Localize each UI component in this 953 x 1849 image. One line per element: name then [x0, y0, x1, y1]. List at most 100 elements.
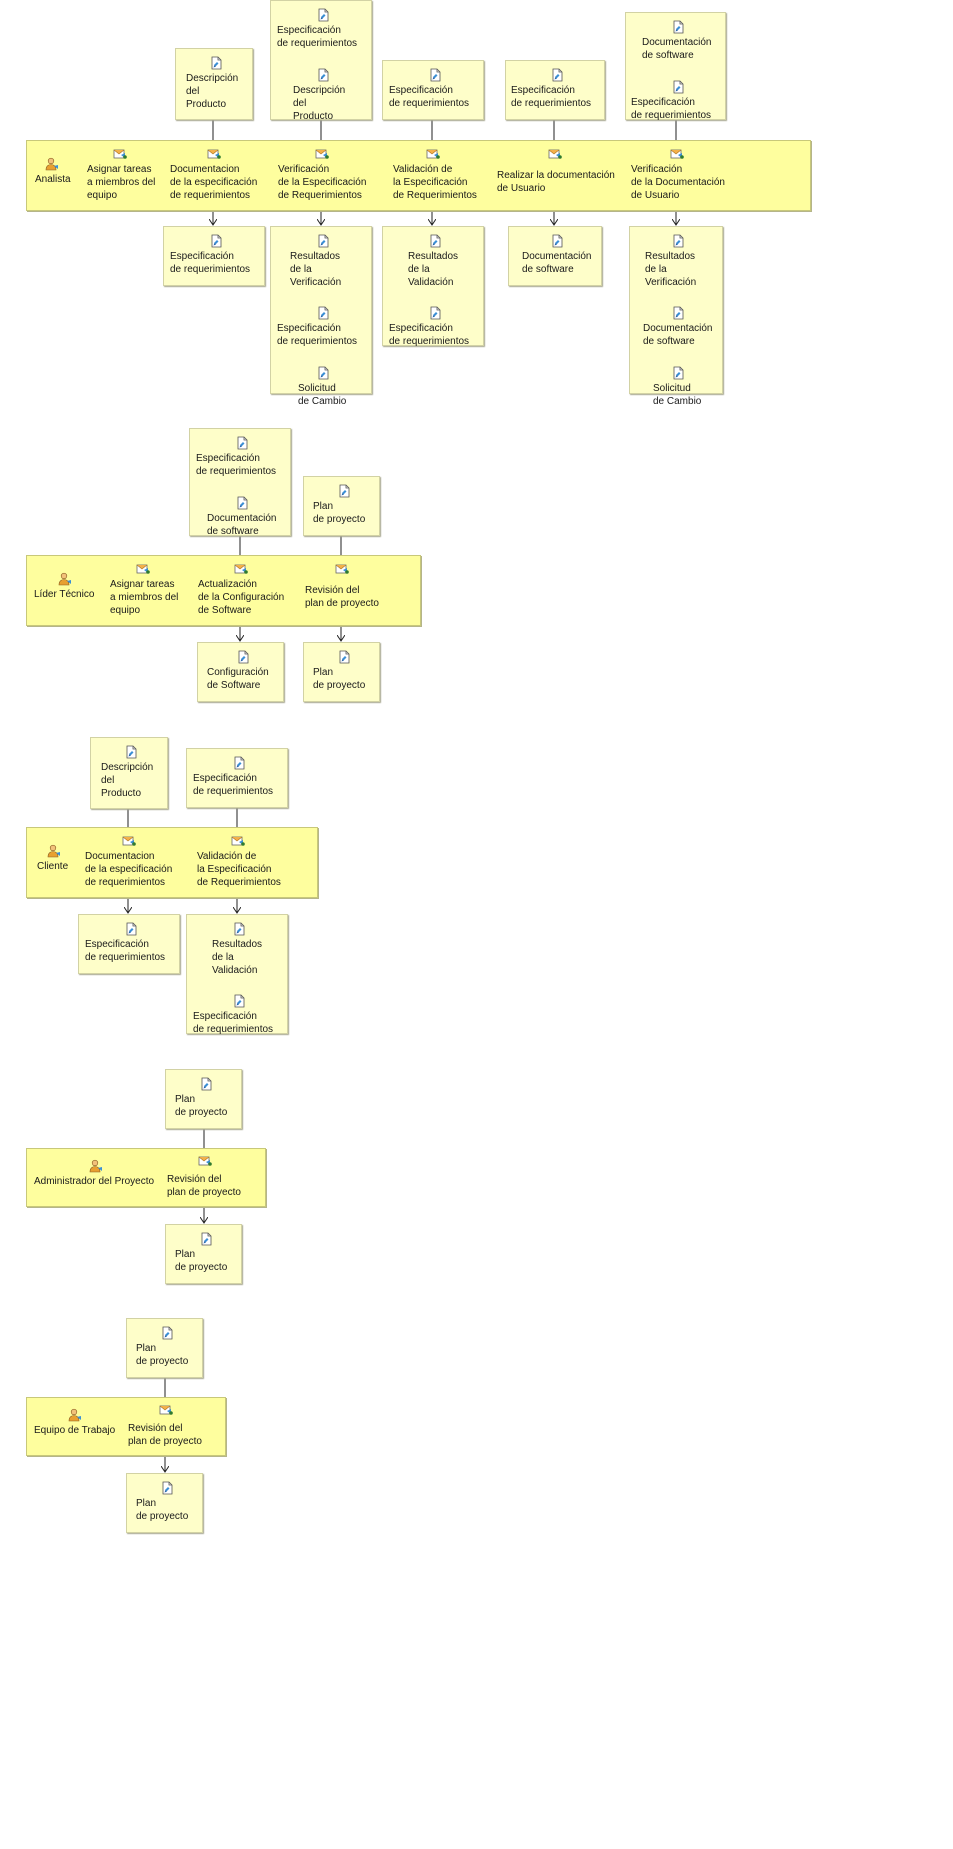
input-artifact-label: Documentación de software	[207, 513, 277, 537]
output-artifact-label: Resultados de la Verificación	[645, 251, 697, 288]
output-artifact-label: Configuración de Software	[207, 667, 269, 691]
document-icon	[316, 366, 330, 380]
input-artifact-box[interactable]: Plan de proyecto	[165, 1069, 242, 1129]
input-artifact-label: Descripción del Producto	[293, 85, 346, 122]
swimlane-analista: Analista Asignar tareas a miembros del eq…	[26, 140, 811, 211]
output-artifact-label: Solicitud de Cambio	[298, 383, 347, 407]
input-artifact-box[interactable]: Descripción del Producto	[90, 737, 168, 809]
input-artifact-label: Descripción del Producto	[101, 762, 154, 799]
activity-icon	[315, 147, 330, 161]
document-icon	[671, 234, 685, 248]
output-artifact-label: Plan de proyecto	[313, 667, 366, 691]
document-icon	[235, 496, 249, 510]
document-icon	[428, 306, 442, 320]
activity-label: Verificación de la Especificación de Req…	[278, 164, 367, 201]
output-artifact-box[interactable]: Plan de proyecto	[303, 642, 380, 702]
output-artifact-box[interactable]: Documentación de software	[508, 226, 602, 286]
activity-icon	[426, 147, 441, 161]
activity-label: Asignar tareas a miembros del equipo	[87, 164, 156, 201]
document-icon	[428, 234, 442, 248]
document-icon	[209, 234, 223, 248]
input-artifact-box[interactable]: Plan de proyecto	[126, 1318, 203, 1378]
activity-icon	[159, 1403, 174, 1417]
role-icon	[68, 1408, 82, 1422]
activity-label: Validación de la Especificación de Reque…	[393, 164, 477, 201]
input-artifact-box[interactable]: Especificación de requerimientos	[186, 748, 288, 808]
output-artifact-label: Documentación de software	[643, 323, 713, 347]
input-artifact-label: Plan de proyecto	[136, 1343, 189, 1367]
activity-label: Actualización de la Configuración de Sof…	[198, 579, 285, 616]
input-artifact-box[interactable]: Descripción del Producto	[175, 48, 253, 120]
document-icon	[232, 756, 246, 770]
document-icon	[232, 994, 246, 1008]
output-artifact-label: Resultados de la Validación	[408, 251, 459, 288]
input-artifact-box[interactable]: Especificación de requerimientos	[382, 60, 484, 120]
activity-icon	[136, 562, 151, 576]
role-icon	[47, 844, 61, 858]
input-artifact-label: Especificación de requerimientos	[511, 85, 592, 109]
output-artifact-label: Solicitud de Cambio	[653, 383, 702, 407]
document-icon	[671, 20, 685, 34]
activity-icon	[198, 1154, 213, 1168]
activity-label: Documentacion de la especificación de re…	[170, 164, 258, 201]
input-artifact-box[interactable]: Especificación de requerimientos	[505, 60, 605, 120]
role-icon	[89, 1159, 103, 1173]
document-icon	[671, 306, 685, 320]
document-icon	[124, 922, 138, 936]
output-artifact-box[interactable]: Especificación de requerimientos	[163, 226, 265, 286]
document-icon	[428, 68, 442, 82]
output-artifact-label: Especificación de requerimientos	[193, 1011, 274, 1035]
input-artifact-label: Plan de proyecto	[313, 501, 366, 525]
output-artifact-box[interactable]: Especificación de requerimientos	[78, 914, 180, 974]
output-artifact-label: Documentación de software	[522, 251, 592, 275]
document-icon	[232, 922, 246, 936]
swimlane-administrador-del-proyecto: Administrador del Proyecto Revisión del p…	[26, 1148, 266, 1207]
document-icon	[124, 745, 138, 759]
document-icon	[316, 8, 330, 22]
activity-icon	[234, 562, 249, 576]
role-name: Administrador del Proyecto	[34, 1175, 155, 1187]
activity-label: Revisión del plan de proyecto	[305, 585, 379, 609]
output-artifact-label: Especificación de requerimientos	[277, 323, 358, 347]
role-icon	[58, 572, 72, 586]
document-icon	[199, 1077, 213, 1091]
document-icon	[550, 234, 564, 248]
output-artifact-label: Plan de proyecto	[175, 1249, 228, 1273]
output-artifact-box[interactable]: Configuración de Software	[197, 642, 284, 702]
activity-icon	[670, 147, 685, 161]
activity-icon	[207, 147, 222, 161]
role-name: Analista	[35, 173, 71, 185]
input-artifact-label: Especificación de requerimientos	[193, 773, 274, 797]
role-icon	[45, 157, 59, 171]
output-artifact-box[interactable]: Plan de proyecto	[165, 1224, 242, 1284]
output-artifact-label: Especificación de requerimientos	[85, 939, 166, 963]
role-name: Líder Técnico	[34, 588, 95, 600]
document-icon	[209, 56, 223, 70]
document-icon	[199, 1232, 213, 1246]
document-icon	[235, 436, 249, 450]
activity-label: Validación de la Especificación de Reque…	[197, 851, 281, 888]
document-icon	[671, 366, 685, 380]
output-artifact-box[interactable]: Plan de proyecto	[126, 1473, 203, 1533]
document-icon	[316, 234, 330, 248]
input-artifact-box[interactable]: Plan de proyecto	[303, 476, 380, 536]
input-artifact-label: Especificación de requerimientos	[196, 453, 277, 477]
input-artifact-label: Especificación de requerimientos	[389, 85, 470, 109]
activity-label: Revisión del plan de proyecto	[167, 1174, 241, 1198]
role-name: Cliente	[37, 860, 69, 872]
input-artifact-label: Especificación de requerimientos	[277, 25, 358, 49]
activity-icon	[231, 834, 246, 848]
activity-label: Realizar la documentación de Usuario	[497, 170, 615, 194]
output-artifact-label: Especificación de requerimientos	[170, 251, 251, 275]
activity-label: Revisión del plan de proyecto	[128, 1423, 202, 1447]
